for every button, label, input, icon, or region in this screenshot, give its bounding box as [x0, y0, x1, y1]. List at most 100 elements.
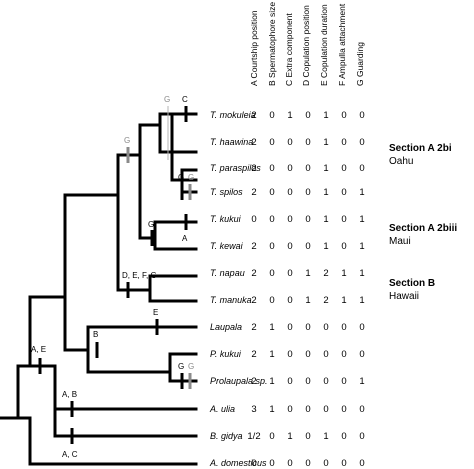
taxon-label: A. ulia [209, 404, 235, 414]
matrix-cell: 0 [287, 214, 292, 225]
matrix-cell: 0 [251, 458, 256, 469]
matrix-cell: 1 [287, 110, 292, 121]
matrix-cell: 0 [305, 110, 310, 121]
matrix-cell: 2 [251, 137, 256, 148]
taxon-label: T. manuka [210, 295, 252, 305]
marker-laupala: E [153, 308, 158, 317]
matrix-cell: 0 [359, 404, 364, 415]
matrix-cell: 2 [251, 110, 256, 121]
matrix-cell: 1 [269, 349, 274, 360]
matrix-cell: 0 [323, 349, 328, 360]
taxon-labels: T. mokuleia T. haawina T. paraspilos T. … [209, 110, 268, 468]
matrix-cell: 1 [323, 431, 328, 442]
matrix-cell: 0 [287, 322, 292, 333]
matrix-cell: 0 [323, 322, 328, 333]
matrix-cell: 1/2 [247, 431, 260, 442]
section-subtitle: Maui [389, 236, 411, 247]
matrix-cell: 0 [341, 137, 346, 148]
matrix-cell: 1 [323, 137, 328, 148]
matrix-cell: 2 [251, 268, 256, 279]
matrix-cell: 1 [323, 187, 328, 198]
taxon-label: T. paraspilos [210, 163, 261, 173]
matrix-cell: 2 [251, 322, 256, 333]
matrix-cell: 0 [287, 137, 292, 148]
matrix-cell: 0 [287, 458, 292, 469]
matrix-cell: 1 [323, 163, 328, 174]
matrix-cell: 2 [323, 295, 328, 306]
column-header: G Guarding [355, 42, 365, 86]
matrix-cell: 0 [269, 431, 274, 442]
taxon-label: T. kewai [210, 241, 244, 251]
matrix-cell: 0 [359, 110, 364, 121]
section-subtitle: Oahu [389, 156, 413, 167]
matrix-cell: 0 [341, 241, 346, 252]
matrix-cell: 0 [287, 241, 292, 252]
matrix-cell: 1 [359, 295, 364, 306]
marker-labels: A, E A, B A, C B E D, E, F, G G G A G C … [31, 95, 194, 459]
matrix-cell: 0 [359, 163, 364, 174]
matrix-cell: 0 [341, 349, 346, 360]
matrix-cell: 0 [305, 349, 310, 360]
matrix-cell: 0 [341, 214, 346, 225]
matrix-cell: 0 [359, 137, 364, 148]
taxon-label: T. haawina [210, 137, 253, 147]
matrix-cell: 1 [359, 268, 364, 279]
section-title: Section B [389, 278, 435, 289]
matrix-cell: 1 [341, 268, 346, 279]
marker-spilos-2: G [188, 173, 194, 182]
tree-branches [0, 112, 198, 466]
marker-kukui: A [182, 234, 188, 243]
matrix-cell: 2 [251, 295, 256, 306]
taxon-label: T. kukui [210, 214, 242, 224]
marker-maui: G [148, 220, 154, 229]
matrix-cell: 1 [323, 214, 328, 225]
section-labels: Section A 2bi Oahu Section A 2biii Maui … [389, 143, 457, 302]
matrix-cell: 0 [305, 137, 310, 148]
taxon-label: T. mokuleia [210, 110, 256, 120]
matrix-cell: 0 [269, 110, 274, 121]
matrix-cell: 0 [341, 404, 346, 415]
matrix-cell: 0 [341, 431, 346, 442]
taxon-label: P. kukui [210, 349, 242, 359]
taxon-label: A. domesticus [209, 458, 267, 468]
matrix-cell: 0 [341, 110, 346, 121]
matrix-cell: 1 [323, 110, 328, 121]
matrix-cell: 0 [341, 163, 346, 174]
matrix-cell: 1 [359, 241, 364, 252]
matrix-cell: 1 [269, 404, 274, 415]
matrix-cell: 0 [287, 295, 292, 306]
matrix-cell: 2 [251, 376, 256, 387]
matrix-cell: 1 [305, 268, 310, 279]
matrix-cell: 0 [305, 376, 310, 387]
matrix-cell: 0 [287, 187, 292, 198]
matrix-cell: 2 [251, 163, 256, 174]
column-header: C Extra component [284, 13, 294, 86]
matrix-cell: 2 [251, 349, 256, 360]
marker-root: A, E [31, 345, 46, 354]
matrix-cell: 3 [251, 404, 256, 415]
matrix-cell: 0 [305, 404, 310, 415]
marker-sectionA: G [124, 136, 130, 145]
matrix-cell: 0 [305, 431, 310, 442]
column-header: F Ampulla attachment [337, 3, 347, 86]
matrix-cell: 0 [341, 322, 346, 333]
matrix-cell: 0 [269, 163, 274, 174]
matrix-cell: 0 [305, 322, 310, 333]
marker-prolaupala-2: G [188, 362, 194, 371]
matrix-cell: 0 [305, 241, 310, 252]
taxon-label: T. spilos [210, 187, 243, 197]
matrix-cell: 0 [269, 458, 274, 469]
matrix-cell: 0 [359, 349, 364, 360]
column-header: A Courtship position [249, 10, 259, 86]
matrix-cell: 0 [305, 187, 310, 198]
matrix-cell: 0 [269, 241, 274, 252]
matrix-cell: 0 [287, 349, 292, 360]
matrix-cell: 0 [323, 458, 328, 469]
matrix-cell: 0 [341, 458, 346, 469]
taxon-label: Laupala [210, 322, 242, 332]
column-header: E Copulation duration [319, 4, 329, 86]
column-headers: A Courtship position B Spermatophore siz… [249, 2, 365, 86]
matrix-cell: 0 [341, 187, 346, 198]
taxon-label: B. gidya [210, 431, 243, 441]
matrix-cell: 0 [287, 163, 292, 174]
